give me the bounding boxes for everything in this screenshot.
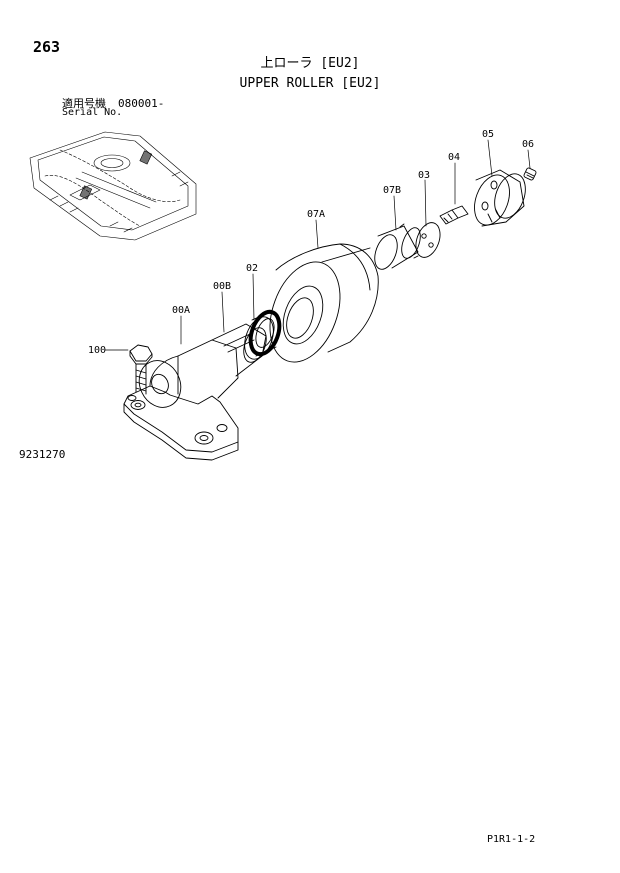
- part-label-02: 02: [246, 263, 258, 274]
- part-label-06: 06: [522, 139, 534, 150]
- plug-06: [523, 167, 537, 181]
- leader-lines: [104, 139, 531, 351]
- part-label-05: 05: [482, 129, 494, 140]
- screw-04: [439, 205, 469, 225]
- title-japanese: 上ローラ [EU2]: [260, 56, 360, 71]
- part-label-03: 03: [418, 170, 430, 181]
- part-label-100: 100: [88, 345, 106, 356]
- part-label-07b: 07B: [383, 185, 401, 196]
- part-label-00b: 00B: [213, 281, 231, 292]
- figure-number: 9231270: [19, 448, 66, 461]
- thrust-plate-03: [415, 222, 441, 258]
- serial-label-japanese: 適用号機: [62, 97, 106, 110]
- undercarriage-thumbnail: [29, 131, 197, 241]
- seal-02: [244, 309, 282, 360]
- serial-label-english: Serial No.: [62, 107, 123, 118]
- part-labels: 100 00A 00B 02 07A 07B 03 04 05 06: [88, 129, 534, 356]
- page-number: 263: [33, 38, 61, 56]
- bolt-100: [129, 344, 153, 395]
- sleeve-07b: [374, 223, 421, 270]
- page-code: P1R1-1-2: [487, 834, 536, 845]
- bracket-00a: [123, 339, 239, 461]
- cover-05: [474, 169, 526, 227]
- part-label-07a: 07A: [307, 209, 325, 220]
- roller-07a: [269, 243, 379, 363]
- part-label-00a: 00A: [172, 305, 190, 316]
- serial-value: 080001-: [118, 97, 165, 110]
- shaft-00b: [211, 323, 267, 377]
- title-english: UPPER ROLLER [EU2]: [239, 76, 381, 91]
- part-label-04: 04: [448, 152, 460, 163]
